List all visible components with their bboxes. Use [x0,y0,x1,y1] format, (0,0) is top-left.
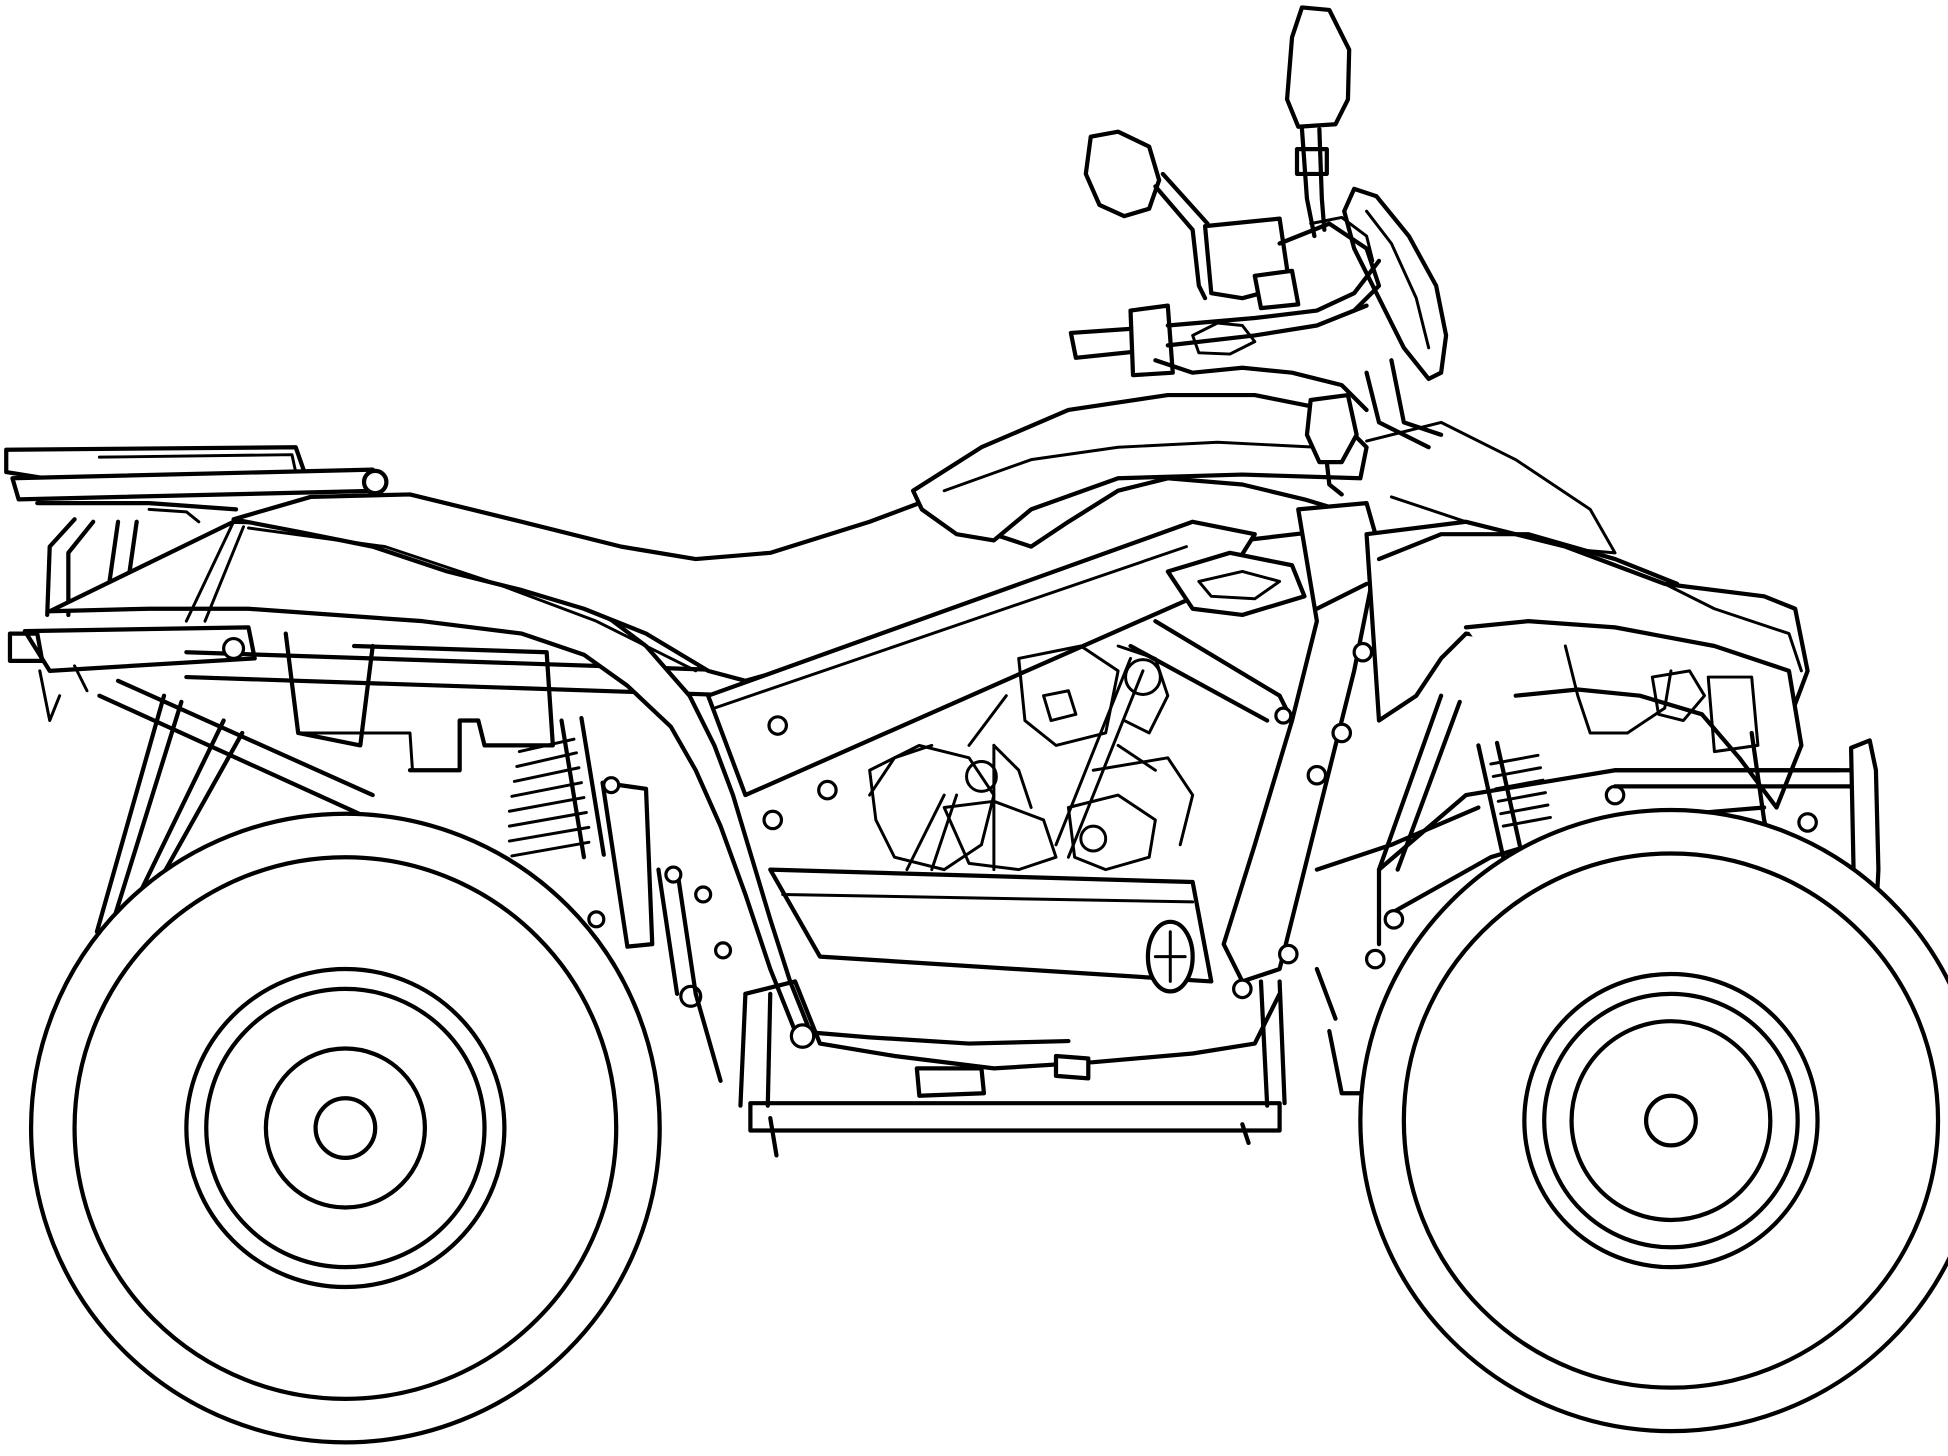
rear-rack [4,445,389,618]
main-frame [587,501,1428,1158]
body-fender [7,392,1617,1034]
front-frame [1314,519,1881,1096]
rear-shock [507,715,655,949]
engine-area [706,519,1307,935]
handlebar-assembly [1068,5,1449,497]
rear-frame [94,631,748,934]
fender-overlap [1314,532,1680,611]
rear-wheel [28,811,662,1445]
front-wheel [1358,807,1948,1434]
